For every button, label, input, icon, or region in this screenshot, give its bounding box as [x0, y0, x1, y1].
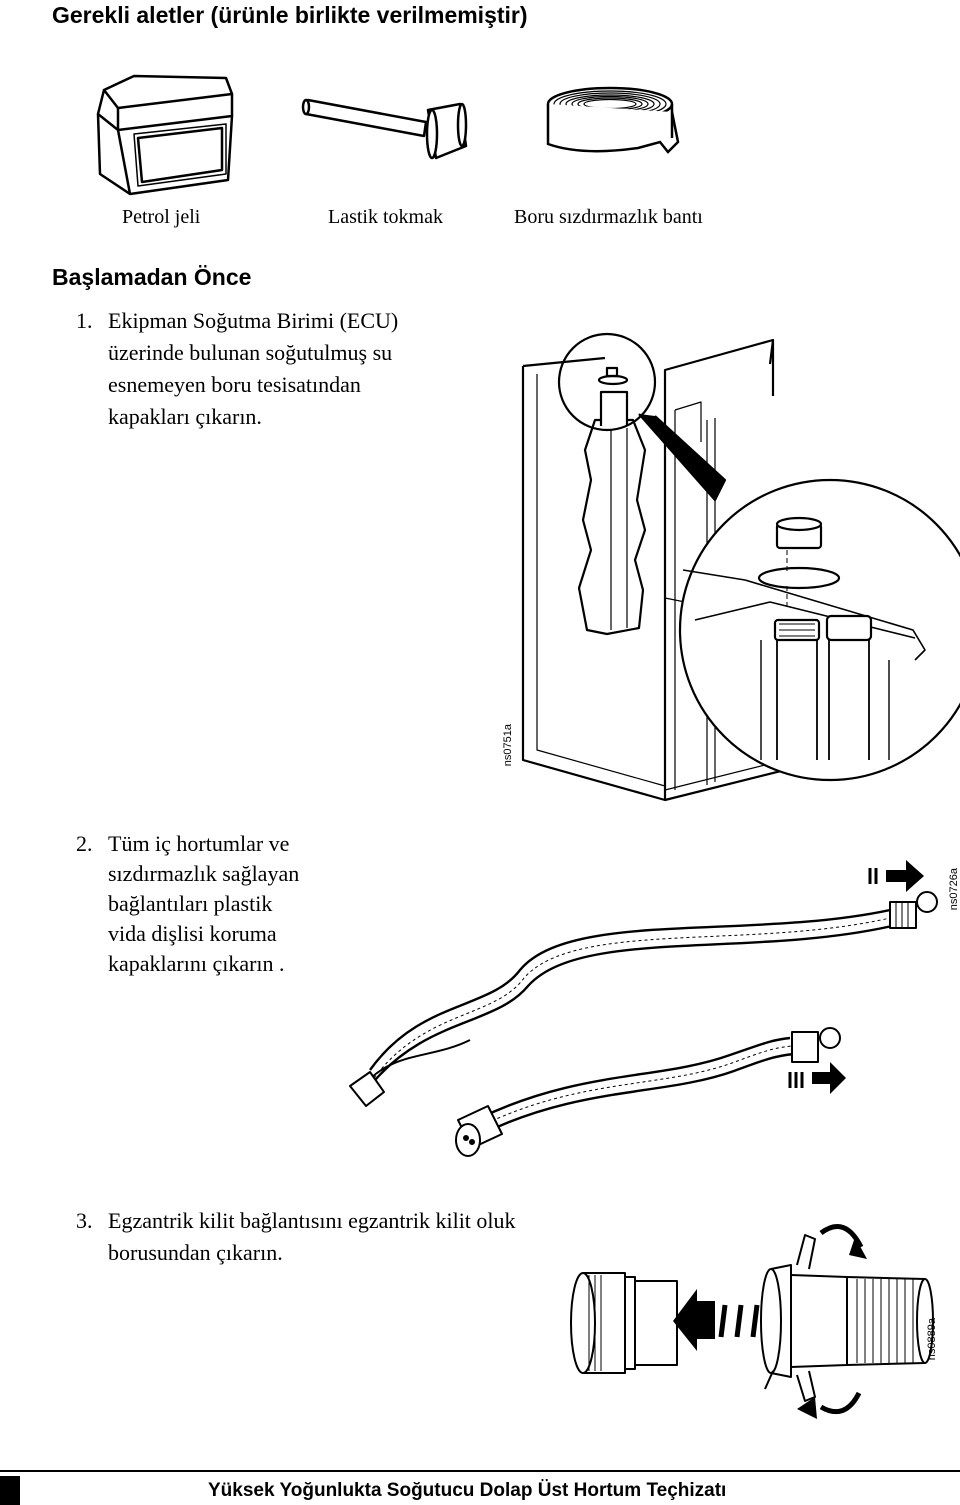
- step-2-text: 2. Tüm iç hortumlar ve sızdırmazlık sağl…: [76, 829, 299, 979]
- step-2-line: bağlantıları plastik: [108, 891, 273, 916]
- tool-label-rubber-mallet: Lastik tokmak: [328, 206, 443, 228]
- before-starting-heading: Başlamadan Önce: [52, 264, 252, 290]
- step-2-line: sızdırmazlık sağlayan: [108, 861, 300, 886]
- rack-cap-removal-illustration: [515, 330, 960, 805]
- figure-id-ns0751a: ns0751a: [502, 724, 514, 767]
- step-2-number: 2.: [76, 831, 93, 856]
- step-1-line: kapakları çıkarın.: [108, 404, 262, 429]
- step-1-line: üzerinde bulunan soğutulmuş su: [108, 340, 393, 365]
- hoses-thread-caps-illustration: [330, 860, 950, 1170]
- step-1-number: 1.: [76, 308, 93, 333]
- step-3-text: 3. Egzantrik kilit bağlantısını egzantri…: [76, 1205, 516, 1269]
- pipe-sealing-tape-icon: [542, 82, 692, 162]
- step-1-text: 1. Ekipman Soğutma Birimi (ECU) üzerinde…: [76, 305, 398, 433]
- step-2-line: Tüm iç hortumlar ve: [108, 831, 290, 856]
- tool-label-petroleum-jelly: Petrol jeli: [122, 206, 201, 228]
- tools-heading: Gerekli aletler (ürünle birlikte verilme…: [52, 2, 528, 28]
- step-2-line: vida dişlisi koruma: [108, 921, 277, 946]
- step-2-line: kapaklarını çıkarın .: [108, 951, 285, 976]
- page-number: 2: [2, 1480, 13, 1500]
- tool-label-sealing-tape: Boru sızdırmazlık bantı: [514, 206, 703, 228]
- footer-rule: [0, 1470, 960, 1472]
- figure-id-ns0889a: ns0889a: [926, 1318, 938, 1361]
- petroleum-jelly-jar-icon: [90, 70, 240, 195]
- figure-id-ns0726a: ns0726a: [948, 868, 960, 911]
- footer-page-tab: [0, 1476, 20, 1505]
- step-3-line: borusundan çıkarın.: [108, 1240, 283, 1265]
- step-3-line: Egzantrik kilit bağlantısını egzantrik k…: [108, 1208, 516, 1233]
- rubber-mallet-icon: [300, 92, 470, 162]
- step-1-line: Ekipman Soğutma Birimi (ECU): [108, 308, 399, 333]
- footer-title: Yüksek Yoğunlukta Soğutucu Dolap Üst Hor…: [208, 1480, 727, 1501]
- camlock-fitting-illustration: [565, 1225, 945, 1419]
- step-1-line: esnemeyen boru tesisatından: [108, 372, 361, 397]
- step-3-number: 3.: [76, 1208, 93, 1233]
